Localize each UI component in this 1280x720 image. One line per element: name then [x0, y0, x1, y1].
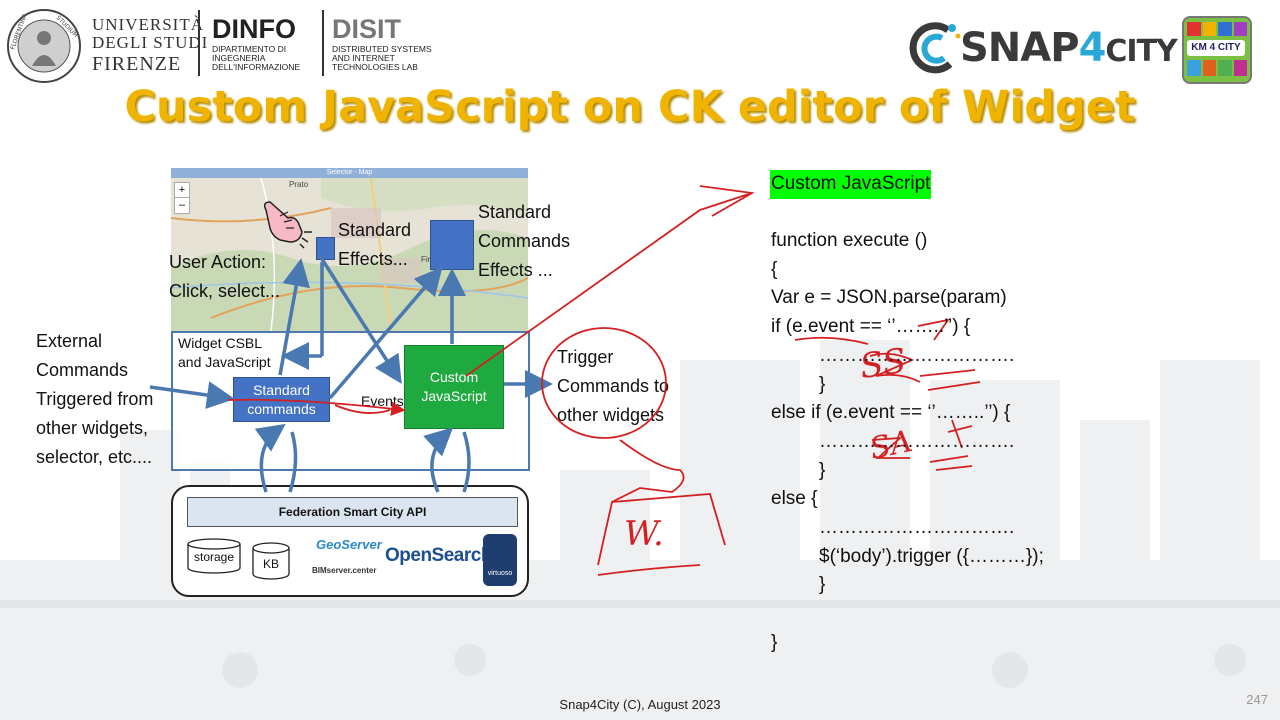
disit-line-1: DISTRIBUTED SYSTEMS [332, 44, 432, 54]
code-line: { [771, 258, 778, 280]
events-label: Events [361, 393, 404, 409]
disit-logo: DISIT DISTRIBUTED SYSTEMS AND INTERNET T… [332, 14, 432, 72]
code-line [771, 600, 1101, 629]
km4city-badge: KM 4 CITY [1182, 16, 1252, 84]
external-commands-line-1: External [36, 331, 103, 351]
user-action-line-1: User Action: [169, 252, 267, 272]
code-line: …………………………. [819, 430, 1015, 452]
snap4city-logo: SNAP4CITY [904, 18, 1178, 80]
user-action-label: User Action: Click, select... [169, 248, 280, 306]
code-line: } [819, 574, 826, 596]
zoom-out-button[interactable]: – [175, 197, 189, 212]
disit-line-2: AND INTERNET [332, 53, 395, 63]
disit-name: DISIT [332, 14, 402, 44]
external-commands-line-2: Commands [36, 360, 129, 380]
university-seal-logo: FLORENTINA STUDIUM [7, 9, 81, 83]
geoserver-logo: GeoServer [316, 537, 382, 552]
handwritten-w-annotation: W. [624, 514, 664, 554]
standard-commands-line-2: commands [247, 400, 316, 417]
external-commands-line-4: other widgets, [36, 418, 149, 438]
widget-csbl-line-2: and JavaScript [178, 354, 271, 370]
standard-commands-effects-line-3: Effects ... [478, 260, 553, 280]
code-line: function execute () [771, 230, 928, 251]
code-block: function execute () { Var e = JSON.parse… [771, 227, 1101, 658]
university-line-1: UNIVERSITÀ [92, 15, 204, 34]
code-line: } [819, 373, 826, 395]
standard-commands-effects-square [430, 220, 474, 270]
code-line: else if (e.event == ‘’……..’’) { [771, 402, 1011, 424]
user-action-line-2: Click, select... [169, 281, 281, 301]
widget-csbl-label: Widget CSBL and JavaScript [178, 334, 271, 372]
standard-commands-effects-line-2: Commands [478, 231, 571, 251]
storage-cylinder-icon [187, 538, 241, 574]
custom-javascript-box: Custom JavaScript [404, 345, 504, 429]
code-line: else { [771, 488, 818, 510]
map-zoom-control[interactable]: + – [174, 182, 190, 214]
virtuoso-label: virtuoso [487, 570, 513, 577]
standard-commands-effects-label: Standard Commands Effects ... [478, 198, 570, 285]
federation-api-bar: Federation Smart City API [187, 497, 518, 527]
code-line: $(‘body’).trigger ({………}); [819, 545, 1044, 567]
opensearch-logo: OpenSearch [385, 545, 492, 566]
dinfo-line-1: DIPARTIMENTO DI [212, 44, 287, 54]
code-line: …………………………. [819, 344, 1015, 366]
code-line: } [771, 631, 778, 653]
map-place-prato: Prato [289, 180, 309, 189]
standard-effects-line-2: Effects... [338, 249, 408, 269]
custom-javascript-highlight: Custom JavaScript [770, 170, 932, 199]
dinfo-line-3: DELL'INFORMAZIONE [212, 62, 301, 72]
custom-javascript-line-1: Custom [429, 369, 479, 385]
external-commands-label: External Commands Triggered from other w… [36, 327, 153, 472]
standard-effects-line-1: Standard [338, 220, 412, 240]
trigger-line-1: Trigger [557, 347, 614, 367]
trigger-label: Trigger Commands to other widgets [557, 343, 669, 430]
bimserver-logo: BIMserver.center [312, 566, 377, 575]
trigger-line-2: Commands to [557, 376, 670, 396]
code-line: } [819, 459, 826, 481]
slide-title: Custom JavaScript on CK editor of Widget [124, 82, 1136, 132]
virtuoso-logo: virtuoso [483, 534, 517, 586]
snap-text: SNAP [960, 25, 1080, 71]
kb-label: KB [262, 557, 279, 571]
snap-4-text: 4 [1078, 25, 1107, 71]
standard-commands-line-1: Standard [253, 381, 310, 398]
page-number: 247 [1246, 692, 1268, 707]
snap4city-swirl-icon [909, 22, 961, 74]
code-line: …………………………. [819, 517, 1015, 539]
snap-city-text: CITY [1105, 34, 1177, 69]
code-line: Var e = JSON.parse(param) [771, 287, 1007, 309]
university-line-3: FIRENZE [92, 53, 182, 75]
external-commands-line-3: Triggered from [36, 389, 154, 409]
zoom-in-button[interactable]: + [178, 184, 186, 196]
standard-effects-label: Standard Effects... [338, 216, 411, 274]
header-divider [198, 10, 200, 76]
dinfo-name: DINFO [212, 14, 296, 44]
km4city-icon-strip [1187, 60, 1247, 76]
custom-javascript-line-2: JavaScript [421, 388, 487, 404]
standard-commands-box: Standard commands [233, 377, 330, 422]
university-line-2: DEGLI STUDI [92, 33, 209, 52]
standard-effects-square [316, 237, 335, 260]
km4city-label: KM 4 CITY [1187, 40, 1245, 56]
km4city-color-strip [1187, 22, 1247, 36]
storage-label: storage [193, 550, 235, 564]
external-commands-line-5: selector, etc.... [36, 447, 153, 467]
dinfo-line-2: INGEGNERIA [212, 53, 266, 63]
kb-cylinder-icon [252, 542, 290, 580]
university-name: UNIVERSITÀ DEGLI STUDI FIRENZE [92, 16, 208, 76]
map-header-bar: Selector - Map [171, 168, 528, 178]
standard-commands-effects-line-1: Standard [478, 202, 552, 222]
widget-csbl-line-1: Widget CSBL [178, 335, 263, 351]
pointing-hand-icon [263, 201, 312, 249]
footer-text: Snap4City (C), August 2023 [559, 697, 721, 712]
header-divider [322, 10, 324, 76]
trigger-line-3: other widgets [557, 405, 665, 425]
disit-line-3: TECHNOLOGIES LAB [332, 62, 418, 72]
code-line: if (e.event == ‘’……..’’) { [771, 316, 971, 338]
dinfo-logo: DINFO DIPARTIMENTO DI INGEGNERIA DELL'IN… [212, 14, 300, 72]
